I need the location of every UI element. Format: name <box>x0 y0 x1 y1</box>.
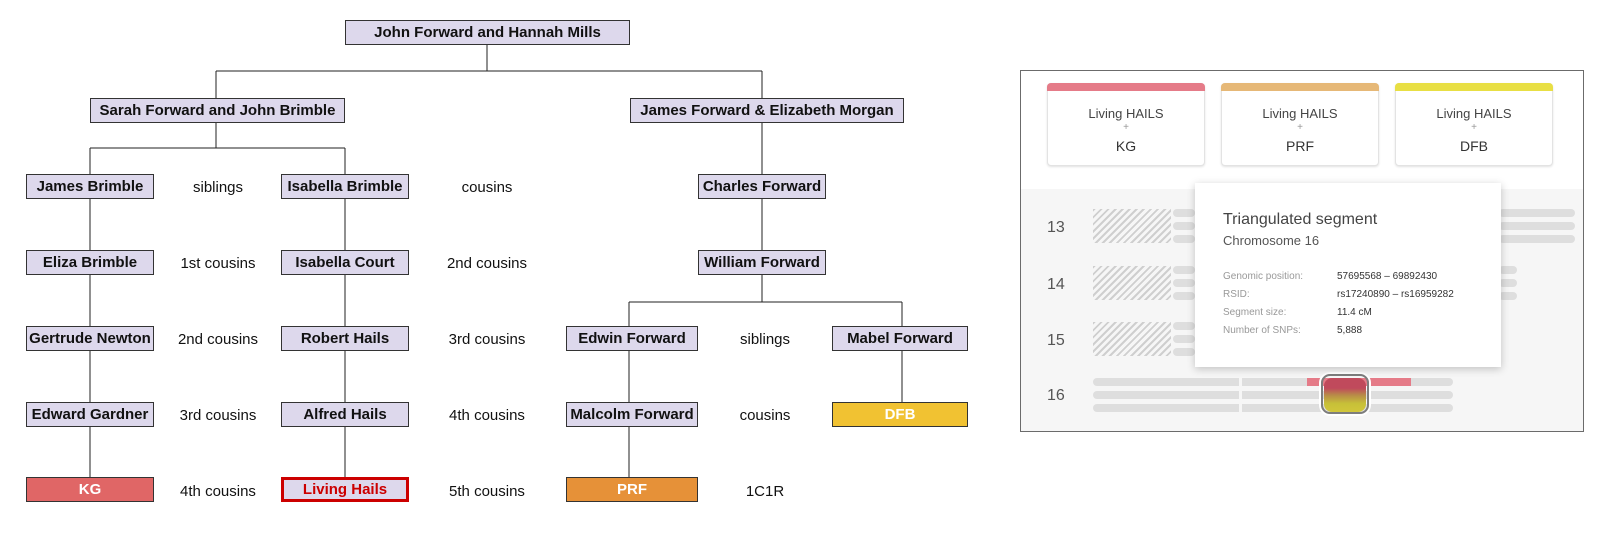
relationship-label: siblings <box>739 331 791 348</box>
chromosome-14-track <box>1173 292 1195 300</box>
triangulated-segment[interactable] <box>1324 378 1366 412</box>
card-line-2: PRF <box>1286 138 1314 154</box>
root-couple-node: John Forward and Hannah Mills <box>345 20 630 45</box>
tooltip-label: Genomic position: <box>1223 271 1304 282</box>
chromosome-13-track <box>1499 235 1575 243</box>
chromosome-number: 15 <box>1047 332 1065 349</box>
tooltip-subtitle: Chromosome 16 <box>1223 233 1320 248</box>
person-node: Isabella Court <box>281 250 409 275</box>
chromosome-16-track <box>1093 404 1453 412</box>
card-plus: + <box>1297 122 1303 133</box>
relationship-label: 2nd cousins <box>177 331 259 348</box>
segment-tooltip: Triangulated segment Chromosome 16 Genom… <box>1195 183 1501 367</box>
chromosome-13-track <box>1173 222 1195 230</box>
person-node: Isabella Brimble <box>281 174 409 199</box>
person-node: Malcolm Forward <box>566 402 698 427</box>
chromosome-14-track <box>1173 266 1195 274</box>
relationship-label: 4th cousins <box>180 483 256 500</box>
left-couple-node: Sarah Forward and John Brimble <box>90 98 345 123</box>
person-node: Edwin Forward <box>566 326 698 351</box>
chromosome-13-track <box>1499 222 1575 230</box>
chromosome-13-track <box>1499 209 1575 217</box>
chromosome-14-hatch <box>1093 266 1171 300</box>
relationship-label: 3rd cousins <box>448 331 526 348</box>
person-node: Eliza Brimble <box>26 250 154 275</box>
person-node: Charles Forward <box>698 174 826 199</box>
match-card-prf[interactable]: Living HAILS + PRF <box>1221 83 1379 166</box>
chromosome-15-track <box>1173 335 1195 343</box>
card-plus: + <box>1471 122 1477 133</box>
tooltip-value: 11.4 cM <box>1337 307 1372 318</box>
relationship-label: 1st cousins <box>180 255 256 272</box>
chromosome-16-track <box>1093 391 1453 399</box>
tooltip-value: 5,888 <box>1337 325 1363 336</box>
person-node: James Brimble <box>26 174 154 199</box>
relationship-label: cousins <box>739 407 791 424</box>
tree-connectors <box>89 45 903 477</box>
living-hails-node: Living Hails <box>281 477 409 502</box>
chromosome-15-track <box>1173 322 1195 330</box>
card-color-bar <box>1395 83 1553 91</box>
person-node: William Forward <box>698 250 826 275</box>
chromosome-13-track <box>1173 209 1195 217</box>
person-node: Gertrude Newton <box>26 326 154 351</box>
chromosome-number: 16 <box>1047 387 1065 404</box>
person-node: Mabel Forward <box>832 326 968 351</box>
tooltip-label: Number of SNPs: <box>1223 325 1301 336</box>
person-node: Robert Hails <box>281 326 409 351</box>
track-gap <box>1239 376 1242 416</box>
card-line-1: Living HAILS <box>1262 106 1338 121</box>
card-color-bar <box>1221 83 1379 91</box>
right-couple-node: James Forward & Elizabeth Morgan <box>630 98 904 123</box>
card-color-bar <box>1047 83 1205 91</box>
chromosome-16-track <box>1093 378 1453 386</box>
relationship-label: 5th cousins <box>449 483 525 500</box>
relationship-label: 1C1R <box>745 483 785 500</box>
chromosome-13-track <box>1173 235 1195 243</box>
prf-test-node: PRF <box>566 477 698 502</box>
card-line-2: KG <box>1115 138 1137 154</box>
relationship-label: 2nd cousins <box>446 255 528 272</box>
relationship-label: siblings <box>192 179 244 196</box>
relationship-label: 4th cousins <box>449 407 525 424</box>
triangulation-panel: Living HAILS + KG Living HAILS + PRF Liv… <box>1020 70 1584 432</box>
chromosome-14-track <box>1499 279 1517 287</box>
card-line-1: Living HAILS <box>1436 106 1512 121</box>
chromosome-number: 14 <box>1047 276 1065 293</box>
tooltip-value: 57695568 – 69892430 <box>1337 271 1438 282</box>
family-tree-diagram: John Forward and Hannah Mills Sarah Forw… <box>26 20 968 502</box>
dfb-test-node: DFB <box>832 402 968 427</box>
card-line-1: Living HAILS <box>1088 106 1164 121</box>
segment-focus-ring <box>1321 374 1369 414</box>
match-card-dfb[interactable]: Living HAILS + DFB <box>1395 83 1553 166</box>
person-node: Alfred Hails <box>281 402 409 427</box>
chromosome-14-track <box>1499 292 1517 300</box>
chromosome-15-hatch <box>1093 322 1171 356</box>
chromosome-14-track <box>1499 266 1517 274</box>
relationship-label: 3rd cousins <box>179 407 257 424</box>
tooltip-label: RSID: <box>1223 289 1250 300</box>
tooltip-value: rs17240890 – rs16959282 <box>1337 289 1454 300</box>
person-node: Edward Gardner <box>26 402 154 427</box>
chromosome-14-track <box>1173 279 1195 287</box>
chromosome-13-hatch <box>1093 209 1171 243</box>
card-line-2: DFB <box>1460 138 1488 154</box>
card-plus: + <box>1123 122 1129 133</box>
tooltip-label: Segment size: <box>1223 307 1287 318</box>
relationship-label: cousins <box>461 179 513 196</box>
chromosome-number: 13 <box>1047 219 1065 236</box>
kg-test-node: KG <box>26 477 154 502</box>
tooltip-title: Triangulated segment <box>1223 211 1378 228</box>
match-card-kg[interactable]: Living HAILS + KG <box>1047 83 1205 166</box>
chromosome-15-track <box>1173 348 1195 356</box>
